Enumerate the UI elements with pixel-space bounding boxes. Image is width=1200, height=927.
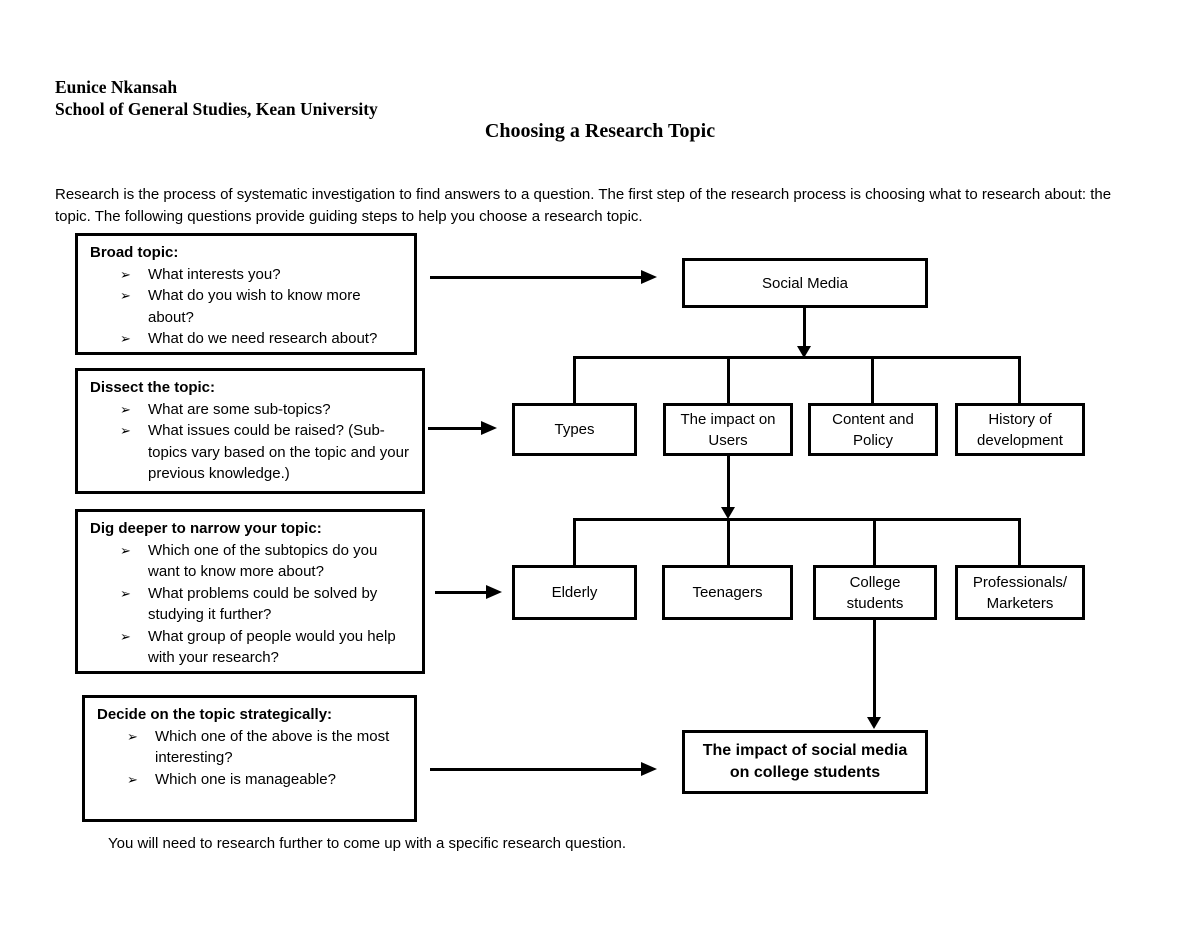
arrow-bullet-icon: ➢ (127, 771, 138, 787)
question-item: ➢ What problems could be solved by studyi… (120, 583, 412, 626)
question-box-decide-strategically: Decide on the topic strategically: ➢ Whic… (82, 695, 417, 822)
question-text: Which one is manageable? (155, 770, 336, 788)
question-item: ➢ Which one is manageable? (127, 769, 404, 791)
flow-node-result-topic: The impact of social media on college st… (682, 730, 928, 794)
author-affiliation: School of General Studies, Kean Universi… (55, 99, 378, 119)
flow-node-professionals-marketers: Professionals/ Marketers (955, 565, 1085, 620)
question-item: ➢ Which one of the above is the most inte… (127, 726, 404, 769)
arrow-dissect-to-types-line (428, 427, 483, 430)
question-box-dissect-topic: Dissect the topic: ➢ What are some sub-to… (75, 368, 425, 494)
connector-root-stem (803, 308, 806, 348)
author-block: Eunice Nkansah School of General Studies… (55, 76, 378, 120)
arrow-bullet-icon: ➢ (120, 542, 131, 558)
arrow-bullet-icon: ➢ (120, 331, 131, 346)
question-list: ➢ What interests you? ➢ What do you wish t… (120, 264, 404, 350)
intro-paragraph: Research is the process of systematic in… (55, 186, 1112, 225)
question-box-heading: Decide on the topic strategically: (97, 706, 333, 723)
question-box-heading: Dig deeper to narrow your topic: (90, 520, 322, 537)
question-item: ➢ What do we need research about? (120, 328, 404, 350)
question-text: What interests you? (148, 265, 281, 283)
author-name: Eunice Nkansah (55, 77, 178, 97)
question-text: What problems could be solved by studyin… (148, 584, 378, 624)
question-item: ➢ What are some sub-topics? (120, 399, 412, 421)
question-box-broad-topic: Broad topic: ➢ What interests you? ➢ What … (75, 233, 417, 355)
connector-impact-stem (727, 456, 730, 508)
flow-node-impact-on-users: The impact on Users (663, 403, 793, 456)
arrow-bullet-icon: ➢ (127, 728, 138, 744)
arrow-bullet-icon: ➢ (120, 288, 131, 303)
flow-node-social-media: Social Media (682, 258, 928, 308)
question-text: Which one of the above is the most inter… (155, 727, 390, 767)
question-item: ➢ Which one of the subtopics do you want … (120, 540, 412, 583)
question-item: ➢ What do you wish to know more about? (120, 285, 404, 328)
question-text: Which one of the subtopics do you want t… (148, 541, 378, 581)
question-item: ➢ What group of people would you help wit… (120, 626, 412, 669)
arrow-down-icon (797, 346, 811, 358)
flow-node-history-of-development: History of development (955, 403, 1085, 456)
arrow-right-icon (641, 270, 657, 284)
question-box-dig-deeper: Dig deeper to narrow your topic: ➢ Which … (75, 509, 425, 674)
arrow-right-icon (486, 585, 502, 599)
flow-node-elderly: Elderly (512, 565, 637, 620)
arrow-down-icon (721, 507, 735, 519)
flow-node-college-students: College students (813, 565, 937, 620)
question-box-heading: Broad topic: (90, 244, 179, 261)
arrow-bullet-icon: ➢ (120, 266, 131, 282)
question-list: ➢ Which one of the subtopics do you want … (120, 540, 412, 669)
question-text: What do you wish to know more about? (148, 287, 361, 326)
question-text: What do we need research about? (148, 330, 378, 347)
question-text: What are some sub-topics? (148, 400, 331, 418)
connector-drop-teenagers (727, 518, 730, 565)
arrow-down-icon (867, 717, 881, 729)
connector-drop-elderly (573, 518, 576, 565)
question-item: ➢ What interests you? (120, 264, 404, 286)
connector-drop-content (871, 356, 874, 403)
question-list: ➢ Which one of the above is the most inte… (127, 726, 404, 791)
connector-drop-college (873, 518, 876, 565)
question-text: What issues could be raised? (Sub-topics… (148, 422, 409, 482)
arrow-bullet-icon: ➢ (120, 423, 131, 438)
question-list: ➢ What are some sub-topics? ➢ What issues … (120, 399, 412, 485)
question-box-heading: Dissect the topic: (90, 379, 216, 396)
connector-level3-rail (573, 518, 1021, 521)
connector-level2-rail (573, 356, 1021, 359)
connector-drop-types (573, 356, 576, 403)
arrow-decide-to-result-line (430, 768, 643, 771)
question-item: ➢ What issues could be raised? (Sub-topic… (120, 420, 412, 485)
arrow-broad-to-root-line (430, 276, 643, 279)
flow-node-teenagers: Teenagers (662, 565, 793, 620)
arrow-bullet-icon: ➢ (120, 628, 131, 644)
arrow-bullet-icon: ➢ (120, 585, 131, 601)
connector-college-to-result (873, 620, 876, 718)
connector-drop-impact (727, 356, 730, 403)
connector-drop-history (1018, 356, 1021, 403)
arrow-right-icon (481, 421, 497, 435)
flow-node-types: Types (512, 403, 637, 456)
flow-node-content-and-policy: Content and Policy (808, 403, 938, 456)
question-text: What group of people would you help with… (148, 627, 396, 667)
arrow-bullet-icon: ➢ (120, 401, 131, 417)
arrow-dig-to-elderly-line (435, 591, 488, 594)
connector-drop-professionals (1018, 518, 1021, 565)
arrow-right-icon (641, 762, 657, 776)
footer-note: You will need to research further to com… (108, 835, 627, 852)
page-title: Choosing a Research Topic (484, 120, 716, 142)
